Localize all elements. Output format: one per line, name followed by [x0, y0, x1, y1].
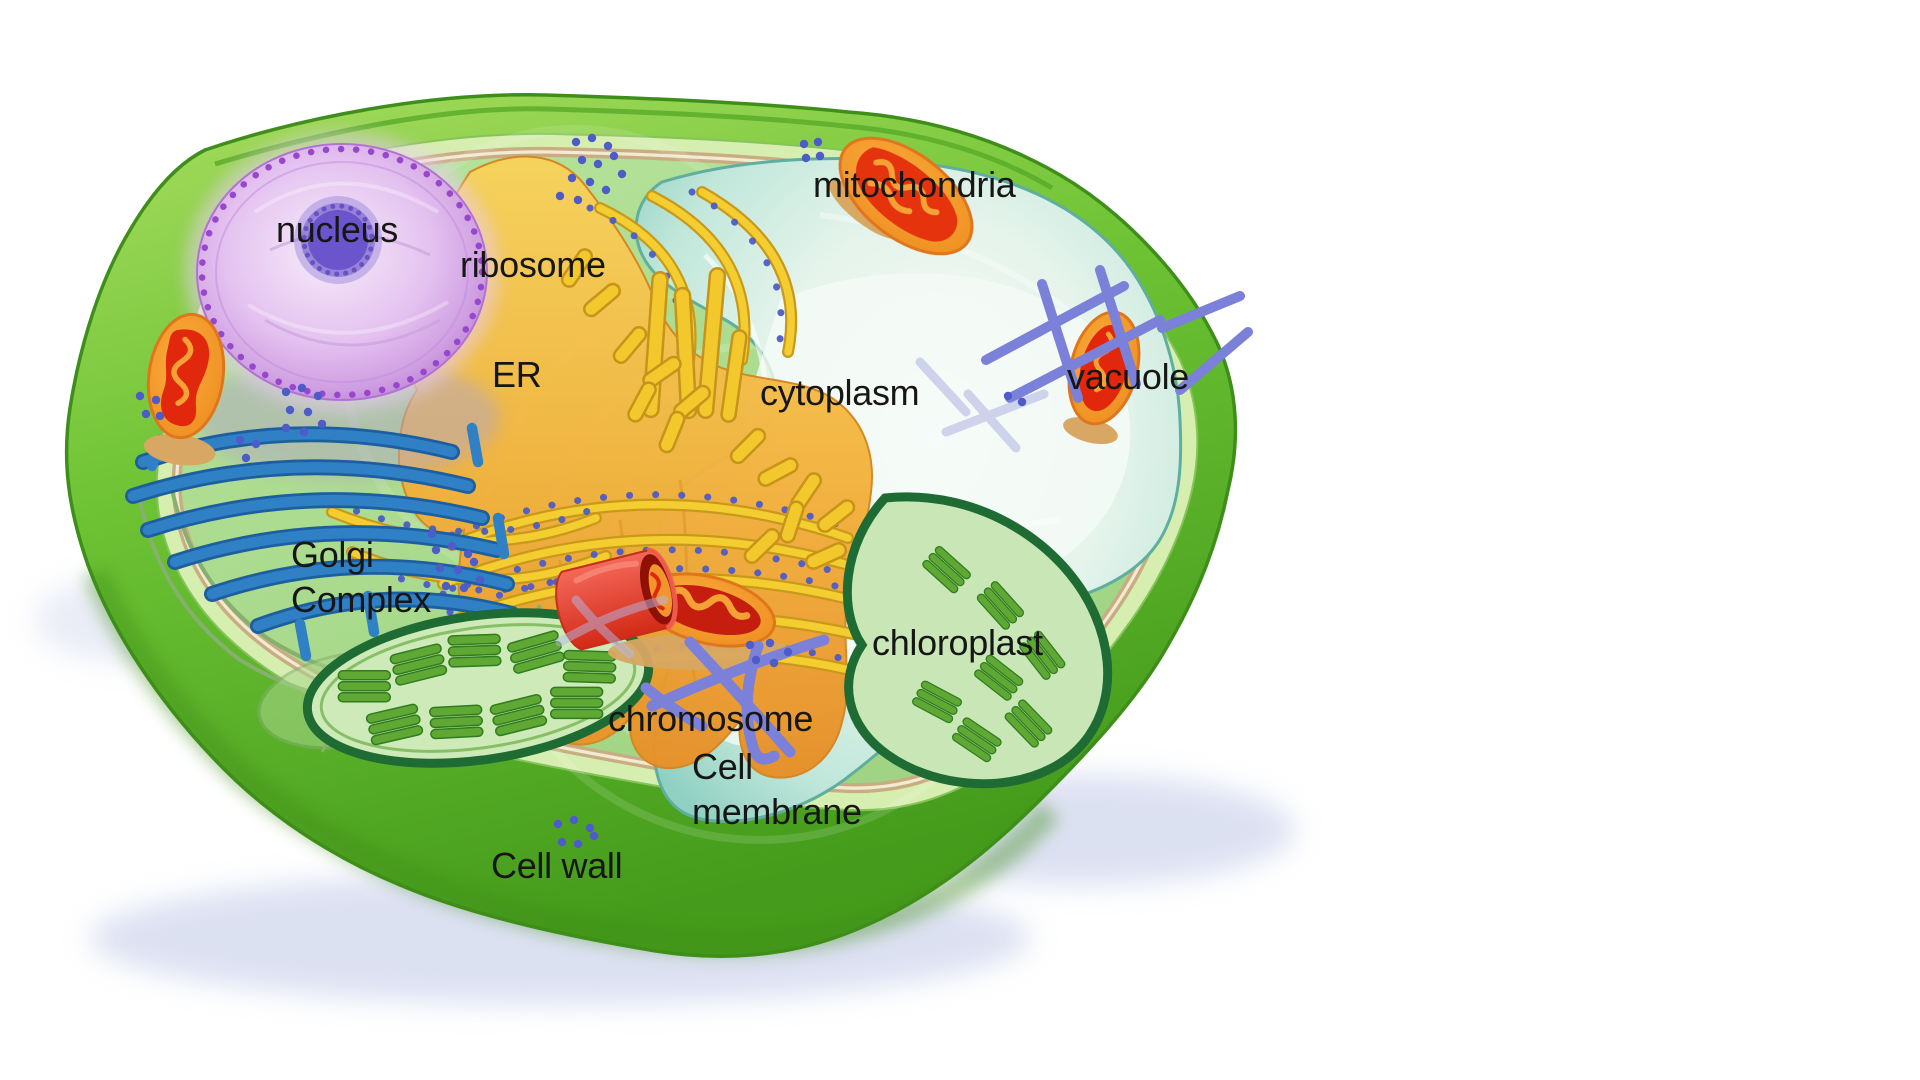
label-chloroplast: chloroplast — [872, 622, 1043, 663]
label-cytoplasm: cytoplasm — [760, 372, 920, 413]
chloroplast-right-shape — [842, 492, 1113, 789]
label-mitochondria: mitochondria — [813, 164, 1016, 205]
label-cell-membrane: Cell membrane — [692, 746, 862, 832]
nucleolus-shape — [294, 196, 382, 284]
er-tubules — [560, 248, 856, 570]
label-chromosome: chromosome — [608, 698, 814, 739]
label-vacuole: vacuole — [1067, 356, 1189, 397]
chloroplast-left-shape — [302, 608, 654, 768]
ribosome-dots — [135, 133, 1027, 849]
chromosome-strands-bottom — [555, 595, 830, 765]
label-ribosome: ribosome — [460, 244, 606, 285]
chromosome-strands-right — [915, 265, 1253, 453]
mitochondrion-top-right — [829, 136, 974, 256]
label-nucleus: nucleus — [276, 209, 398, 250]
vesicle-red-cylinder — [555, 547, 678, 651]
label-er: ER — [492, 354, 542, 395]
label-golgi-complex: Golgi Complex — [291, 534, 431, 620]
label-cell-wall: Cell wall — [491, 845, 623, 886]
mitochondrion-left — [143, 312, 226, 466]
nucleus-shape — [185, 132, 500, 480]
